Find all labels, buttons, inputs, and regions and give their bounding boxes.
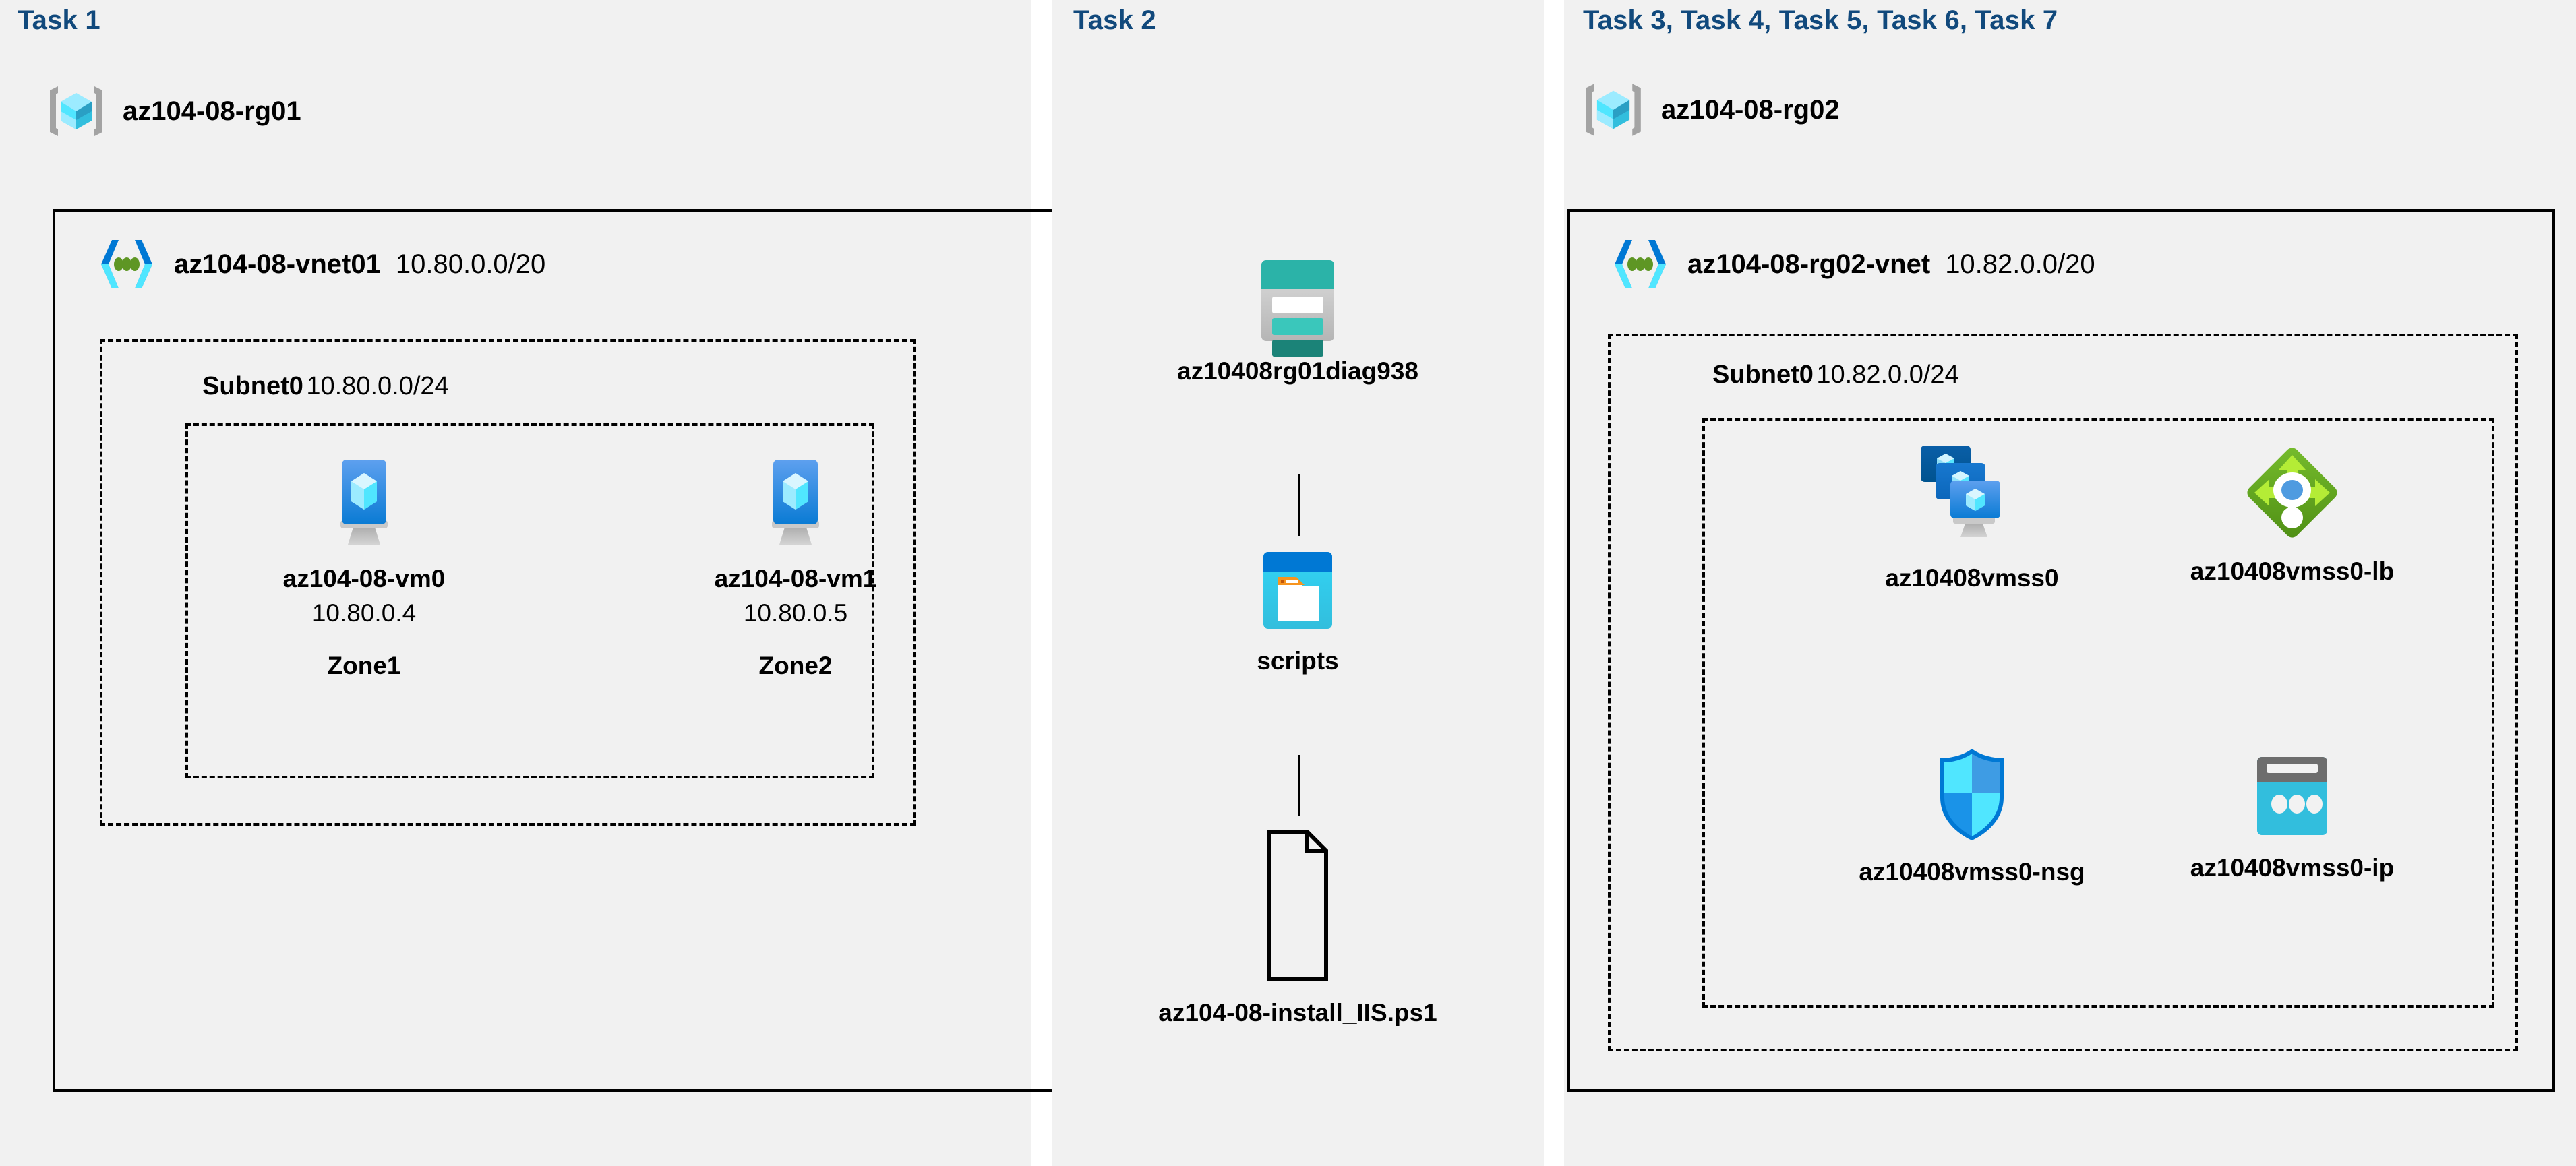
task1-resource-group: az104-08-rg01	[47, 82, 301, 140]
task3-resource-group: az104-08-rg02	[1583, 80, 1840, 140]
task1-zone-box	[185, 423, 874, 778]
task3-resource-box	[1702, 418, 2494, 1008]
virtual-machine-icon	[756, 458, 835, 551]
task3-vnet-box	[1567, 209, 2555, 1092]
task2-storage-account-name: az10408rg01diag938	[1177, 357, 1418, 385]
task1-vm0-zone: Zone1	[327, 651, 401, 679]
task2-blob-container-name: scripts	[1257, 647, 1339, 675]
task2-script-file-name: az104-08-install_IIS.ps1	[1158, 999, 1437, 1026]
task1-subnet-header: Subnet0 10.80.0.0/24	[202, 372, 449, 401]
vm-scale-set-icon	[1918, 441, 2026, 551]
task3-subnet-name: Subnet0	[1712, 361, 1814, 389]
task1-subnet-name: Subnet0	[202, 372, 303, 400]
connector-storage-to-container	[1298, 474, 1300, 536]
task3-vnet-cidr: 10.82.0.0/20	[1945, 249, 2095, 279]
task2-blob-container[interactable]: scripts	[1109, 550, 1487, 676]
connector-container-to-file	[1298, 755, 1300, 816]
task3-vnet-name: az104-08-rg02-vnet	[1687, 249, 1931, 279]
virtual-machine-icon	[324, 458, 404, 551]
task1-vm0[interactable]: az104-08-vm0 10.80.0.4 Zone1	[263, 458, 465, 680]
task1-vnet-header: az104-08-vnet01 10.80.0.0/20	[94, 237, 545, 291]
task1-subnet-cidr: 10.80.0.0/24	[306, 372, 449, 400]
task3-nsg[interactable]: az10408vmss0-nsg	[1814, 745, 2130, 887]
resource-group-icon	[1583, 80, 1644, 140]
storage-account-icon	[1252, 257, 1344, 357]
task3-load-balancer-name: az10408vmss0-lb	[2190, 557, 2395, 585]
task1-vm1[interactable]: az104-08-vm1 10.80.0.5 Zone2	[694, 458, 897, 680]
task1-vnet-name: az104-08-vnet01	[174, 249, 381, 279]
blob-container-icon	[1253, 550, 1343, 634]
task1-heading: Task 1	[18, 5, 100, 35]
task1-subnet-box	[100, 339, 916, 826]
task1-vm1-ip: 10.80.0.5	[743, 599, 848, 627]
task1-vnet-cidr: 10.80.0.0/20	[395, 249, 546, 279]
task3-nsg-name: az10408vmss0-nsg	[1859, 858, 2085, 886]
network-security-group-icon	[1928, 745, 2016, 845]
task2-storage-account[interactable]: az10408rg01diag938	[1109, 257, 1487, 386]
task2-heading: Task 2	[1073, 5, 1156, 35]
task1-vm0-name: az104-08-vm0	[282, 565, 446, 592]
task3-public-ip-name: az10408vmss0-ip	[2190, 854, 2395, 882]
task1-resource-group-label: az104-08-rg01	[123, 96, 301, 126]
task2-script-file[interactable]: az104-08-install_IIS.ps1	[1109, 829, 1487, 1028]
load-balancer-icon	[2241, 441, 2343, 544]
task1-vm0-ip: 10.80.0.4	[311, 599, 417, 627]
script-file-icon	[1253, 829, 1343, 985]
task3-public-ip[interactable]: az10408vmss0-ip	[2134, 751, 2451, 883]
task3-vnet-header: az104-08-rg02-vnet 10.82.0.0/20	[1608, 237, 2095, 291]
task3-vmss[interactable]: az10408vmss0	[1814, 441, 2130, 593]
virtual-network-icon	[94, 237, 159, 291]
task3-subnet-header: Subnet0 10.82.0.0/24	[1712, 361, 1959, 390]
task1-vm1-name: az104-08-vm1	[714, 565, 877, 592]
task3-load-balancer[interactable]: az10408vmss0-lb	[2134, 441, 2451, 586]
resource-group-icon	[47, 82, 105, 140]
task3-panel	[1564, 0, 2576, 1166]
task3-resource-group-label: az104-08-rg02	[1661, 94, 1840, 125]
task1-panel	[0, 0, 1031, 1166]
task1-vm1-zone: Zone2	[758, 651, 833, 679]
virtual-network-icon	[1608, 237, 1673, 291]
task3-heading: Task 3, Task 4, Task 5, Task 6, Task 7	[1583, 5, 2058, 35]
public-ip-address-icon	[2244, 751, 2340, 840]
task3-subnet-box	[1608, 334, 2518, 1051]
task3-vmss-name: az10408vmss0	[1885, 564, 2059, 592]
task3-subnet-cidr: 10.82.0.0/24	[1816, 361, 1959, 389]
